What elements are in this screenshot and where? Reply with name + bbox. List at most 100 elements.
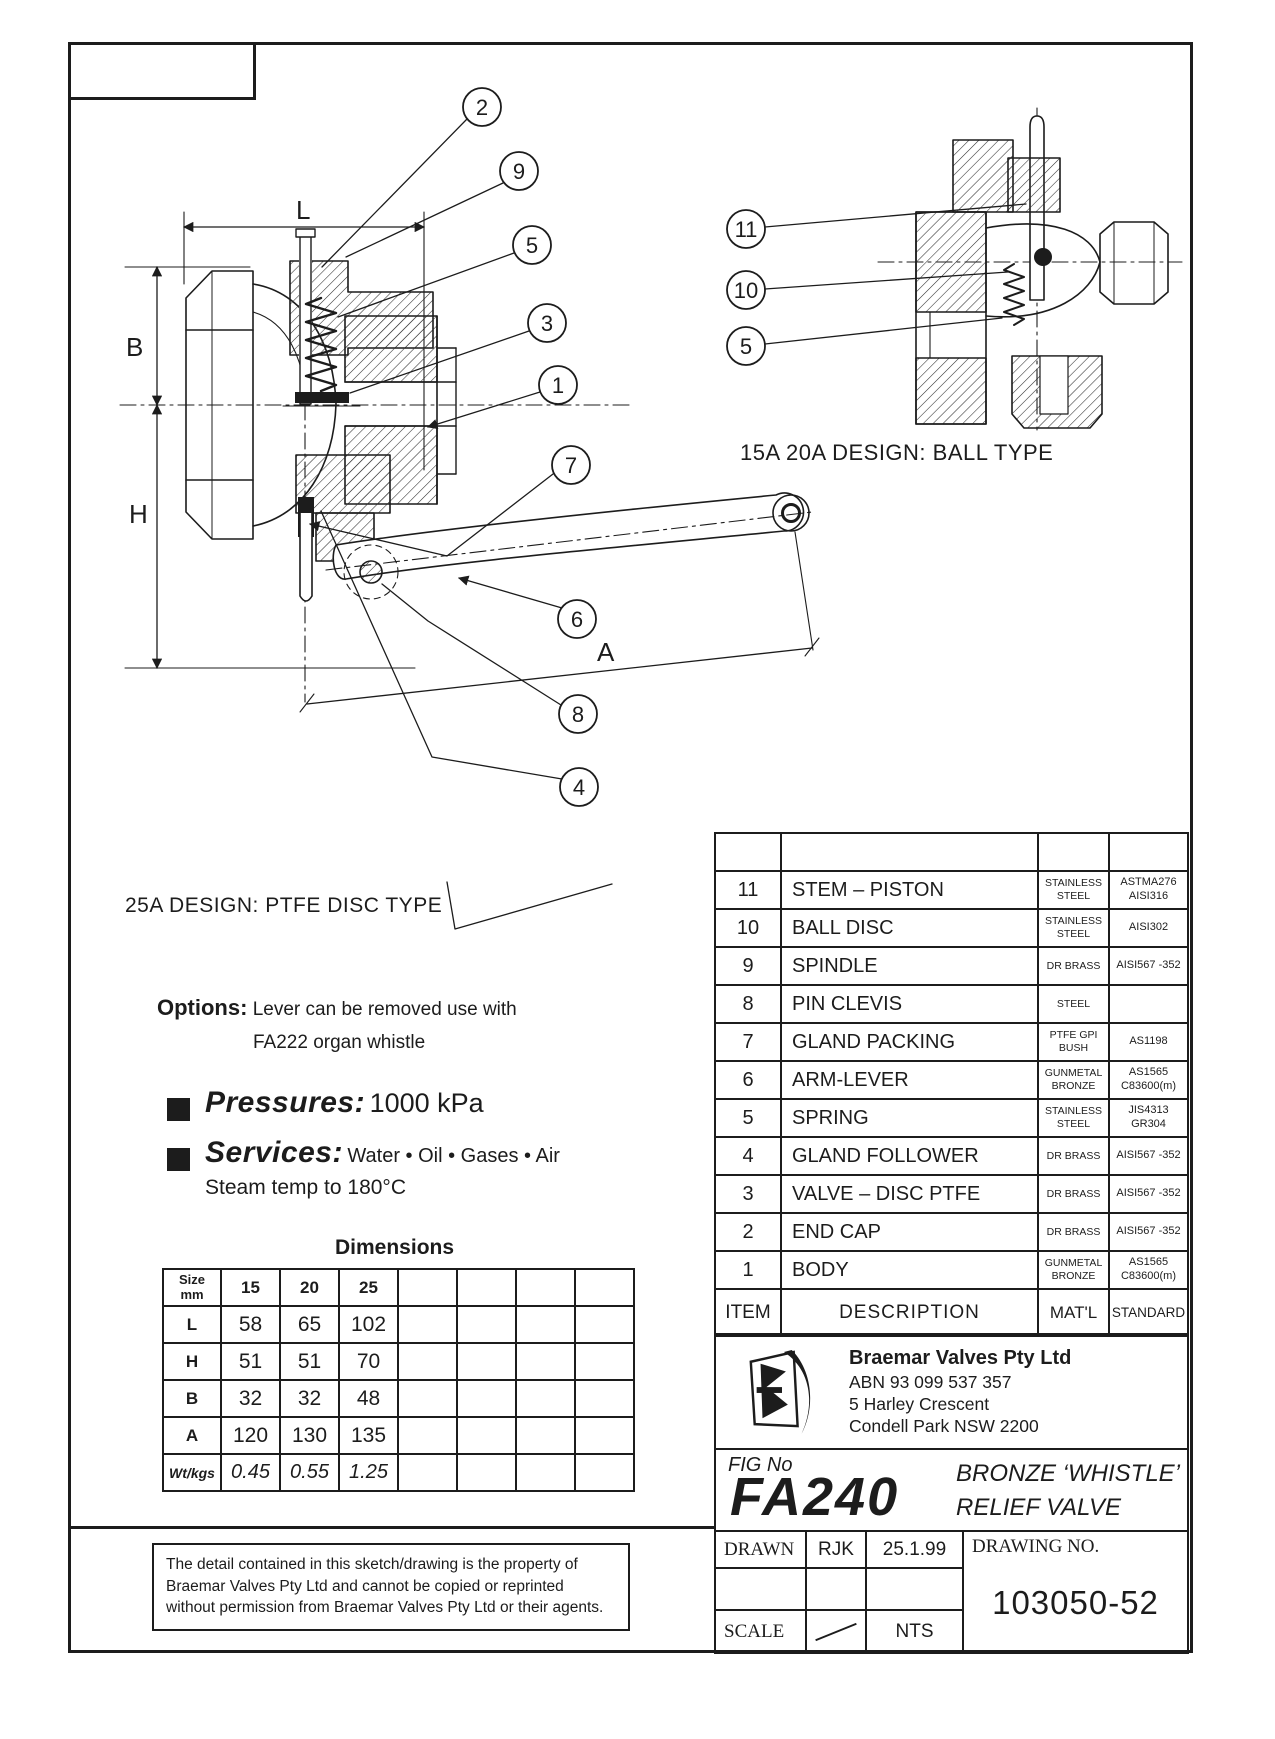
pressures-label: Pressures:	[205, 1086, 366, 1119]
empty-cell	[397, 1416, 458, 1455]
part-description: END CAP	[780, 1212, 1039, 1252]
options-text-2: FA222 organ whistle	[253, 1032, 426, 1053]
part-material: DR BRASS	[1037, 1136, 1110, 1176]
dim-row-label: L	[162, 1305, 222, 1344]
ptfe-disc-caption: 25A DESIGN: PTFE DISC TYPE	[125, 894, 443, 917]
part-description: BALL DISC	[780, 908, 1039, 948]
material-header: MAT'L	[1037, 1288, 1110, 1337]
main-valve-drawing: L B H A 2 9 5 3 1 7 6 8 4	[119, 87, 820, 930]
table-row: FIG No FA240 BRONZE ‘WHISTLE’ RELIEF VAL…	[713, 1448, 1190, 1532]
callout-balloons-ball: 11 10 5	[726, 209, 766, 366]
part-description: SPRING	[780, 1098, 1039, 1138]
dimensions-title: Dimensions	[335, 1236, 455, 1259]
empty-cell	[515, 1305, 576, 1344]
table-row: DRAWN RJK 25.1.99 DRAWING NO. 103050-52	[714, 1530, 1190, 1654]
part-description: PIN CLEVIS	[780, 984, 1039, 1024]
dim-value: 102	[338, 1305, 399, 1344]
title-block-divider	[68, 1526, 714, 1529]
dim-value: 135	[338, 1416, 399, 1455]
options-text: Lever can be removed use with	[252, 999, 517, 1020]
part-standard: AISI567 -352	[1108, 1212, 1189, 1252]
part-material: STAINLESS STEEL	[1037, 1098, 1110, 1138]
options-line: Options: Lever can be removed use with	[157, 995, 517, 1021]
company-address-1: 5 Harley Crescent	[849, 1394, 990, 1415]
scale-slash-cell	[805, 1609, 867, 1654]
item-header: ITEM	[714, 1288, 782, 1337]
part-item: 10	[714, 908, 782, 948]
empty-cell	[515, 1379, 576, 1418]
sheet-border-frame	[68, 42, 1193, 1653]
description-header: DESCRIPTION	[780, 1288, 1039, 1337]
empty-cell	[574, 1453, 635, 1492]
table-row: H 51 51 70	[162, 1342, 635, 1381]
empty-cell	[515, 1268, 576, 1307]
part-item: 2	[714, 1212, 782, 1252]
part-standard: AS1565 C83600(m)	[1108, 1250, 1189, 1290]
empty-cell	[397, 1342, 458, 1381]
part-standard: AS1198	[1108, 1022, 1189, 1062]
callout-4: 4	[573, 775, 585, 800]
empty-cell	[456, 1379, 517, 1418]
empty-cell	[515, 1342, 576, 1381]
part-item: 11	[714, 870, 782, 910]
drawing-no-value: 103050-52	[992, 1584, 1159, 1621]
callout-2: 2	[476, 95, 488, 120]
drawing-no-cell: DRAWING NO. 103050-52	[961, 1530, 1190, 1654]
dimensions-table: Size mm 15 20 25 L 58 65 102 H 51 51 70 …	[162, 1268, 635, 1492]
part-standard: JIS4313 GR304	[1108, 1098, 1189, 1138]
drawn-date: 25.1.99	[865, 1530, 964, 1569]
services-bullet	[167, 1148, 190, 1171]
callout-1: 1	[552, 373, 564, 398]
empty-cell	[574, 1379, 635, 1418]
size-corner-cell: Size mm	[162, 1268, 222, 1307]
empty-cell	[456, 1453, 517, 1492]
table-header-row: ITEM DESCRIPTION MAT'L STANDARD	[714, 1288, 1189, 1337]
fig-number: FA240	[730, 1467, 900, 1527]
size-label-1: Size	[178, 1272, 205, 1288]
part-item: 5	[714, 1098, 782, 1138]
services-note: Steam temp to 180°C	[205, 1176, 406, 1199]
part-standard: AISI567 -352	[1108, 1174, 1189, 1214]
drawing-no-label: DRAWING NO.	[972, 1536, 1100, 1557]
empty-cell	[865, 1567, 964, 1611]
part-material: GUNMETAL BRONZE	[1037, 1250, 1110, 1290]
dim-label-L: L	[296, 195, 310, 225]
part-item: 3	[714, 1174, 782, 1214]
part-material: GUNMETAL BRONZE	[1037, 1060, 1110, 1100]
empty-cell	[456, 1268, 517, 1307]
empty-cell	[574, 1305, 635, 1344]
part-standard: ASTMA276 AISI316	[1108, 870, 1189, 910]
dim-value: 0.45	[220, 1453, 281, 1492]
pressures-line: Pressures: 1000 kPa	[205, 1086, 484, 1120]
table-row	[714, 832, 1189, 872]
part-item: 7	[714, 1022, 782, 1062]
empty-cell	[1037, 832, 1110, 872]
title-block: Braemar Valves Pty Ltd ABN 93 099 537 35…	[713, 1333, 1190, 1654]
callout-5-ball: 5	[740, 334, 752, 359]
services-value: Water • Oil • Gases • Air	[347, 1145, 560, 1167]
part-item: 4	[714, 1136, 782, 1176]
drawn-label: DRAWN	[714, 1530, 807, 1569]
callout-5: 5	[526, 233, 538, 258]
empty-cell	[397, 1268, 458, 1307]
size-label-2: mm	[180, 1286, 204, 1302]
product-title-line-1: BRONZE ‘WHISTLE’	[956, 1460, 1181, 1487]
dim-label-A: A	[597, 637, 615, 667]
table-row: Wt/kgs 0.45 0.55 1.25	[162, 1453, 635, 1492]
scale-label: SCALE	[714, 1609, 807, 1654]
callout-7: 7	[565, 453, 577, 478]
part-description: STEM – PISTON	[780, 870, 1039, 910]
company-abn: ABN 93 099 537 357	[849, 1372, 1012, 1393]
callout-3: 3	[541, 311, 553, 336]
part-description: BODY	[780, 1250, 1039, 1290]
callout-balloons-main: 2 9 5 3 1 7 6 8 4	[462, 87, 599, 807]
table-row: Size mm 15 20 25	[162, 1268, 635, 1307]
dim-value: 58	[220, 1305, 281, 1344]
part-standard: AS1565 C83600(m)	[1108, 1060, 1189, 1100]
